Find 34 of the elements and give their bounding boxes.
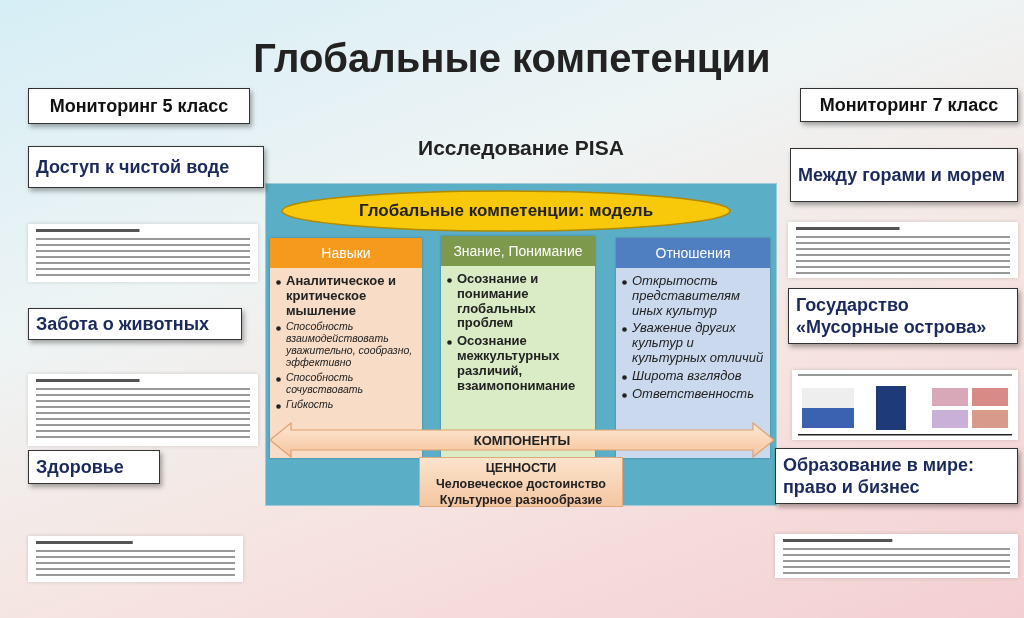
value-item: Культурное разнообразие <box>438 492 604 508</box>
bullet-text: Осознание и понимание глобальных проблем <box>457 271 539 331</box>
column-header: Отношения <box>616 238 770 268</box>
column-header: Знание, Понимание <box>441 236 595 266</box>
topic-box: Здоровье <box>28 450 160 484</box>
topic-box: Забота о животных <box>28 308 242 340</box>
topic-box: Государство «Мусорные острова» <box>788 288 1018 344</box>
component-card <box>616 238 770 458</box>
bullet-text: Осознание межкультурных различий, взаимопонимание <box>457 333 576 393</box>
component-card <box>270 238 422 458</box>
bullet-text: Способность взаимодействовать уважительно, сообразно, эффективно <box>286 320 413 369</box>
bullet-text: Гибкость <box>286 398 334 411</box>
double-arrow-shape <box>269 422 775 458</box>
bullet-text: Уважение других культур и культурных отличий <box>632 320 764 366</box>
bullet-text: Аналитическое и критическое мышление <box>286 273 397 318</box>
topic-box: Мониторинг 7 класс <box>800 88 1018 122</box>
arrow-label: КОМПОНЕНТЫ <box>473 432 571 448</box>
slide-title: Глобальные компетенции <box>252 36 772 81</box>
model-ellipse <box>281 190 731 232</box>
column-header: Навыки <box>270 238 422 268</box>
values-heading: ЦЕННОСТИ <box>484 460 558 476</box>
bullet-text: Широта взглядов <box>632 367 742 383</box>
topic-box: Образование в мире: право и бизнес <box>775 448 1018 504</box>
bullet-text: Способность сочувствовать <box>286 371 363 396</box>
value-item: Человеческое достоинство <box>435 476 607 492</box>
topic-box: Мониторинг 5 класс <box>28 88 250 124</box>
topic-box: Доступ к чистой воде <box>28 146 264 188</box>
bullet-text: Ответственность <box>632 385 754 401</box>
topic-box: Между горами и морем <box>790 148 1018 202</box>
bullet-text: Открытость представителям иных культур <box>632 273 740 318</box>
ellipse-title: Глобальные компетенции: модель <box>358 201 654 221</box>
section-heading: Исследование PISA <box>417 136 625 160</box>
component-card <box>441 236 595 458</box>
values-box <box>419 457 623 507</box>
